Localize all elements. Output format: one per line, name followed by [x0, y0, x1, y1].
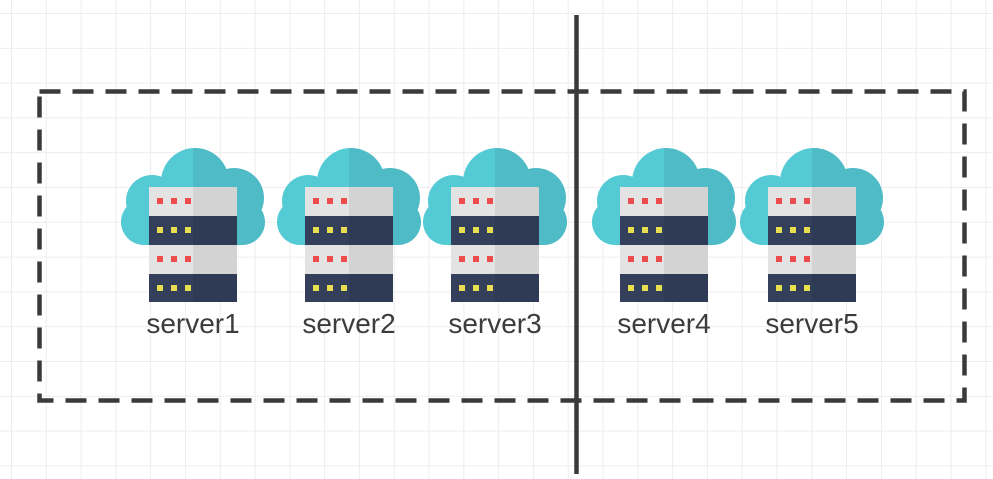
- cloud-server-icon: [737, 142, 887, 304]
- cloud-server-icon: [589, 142, 739, 304]
- server-node-1[interactable]: server1: [118, 142, 268, 339]
- server-label: server5: [765, 308, 859, 339]
- server-label: server4: [617, 308, 711, 339]
- cloud-server-icon: [420, 142, 570, 304]
- cloud-server-icon: [118, 142, 268, 304]
- server-node-4[interactable]: server4: [589, 142, 739, 339]
- server-label: server2: [302, 308, 396, 339]
- server-label: server3: [448, 308, 542, 339]
- cloud-server-icon: [274, 142, 424, 304]
- server-node-2[interactable]: server2: [274, 142, 424, 339]
- server-node-5[interactable]: server5: [737, 142, 887, 339]
- server-label: server1: [146, 308, 240, 339]
- dashed-boundary[interactable]: [37, 89, 967, 403]
- server-node-3[interactable]: server3: [420, 142, 570, 339]
